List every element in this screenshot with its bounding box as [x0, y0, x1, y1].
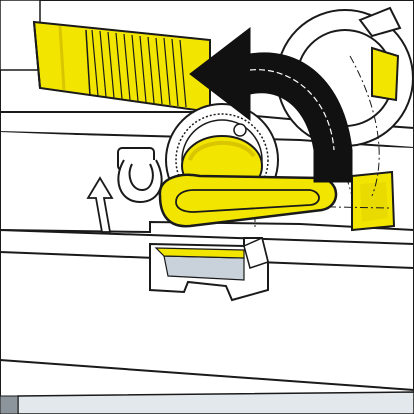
up-arrow-outline-icon: [86, 176, 114, 233]
lower-gray-panel: [0, 358, 414, 414]
wedge-block: [149, 236, 269, 302]
small-bolt: [233, 123, 247, 137]
loop-clip: [117, 147, 163, 204]
upper-left-block: [0, 0, 41, 71]
threaded-roller: [32, 20, 211, 114]
yellow-lever: [158, 173, 338, 228]
curved-rotation-arrow-icon: [189, 26, 353, 183]
